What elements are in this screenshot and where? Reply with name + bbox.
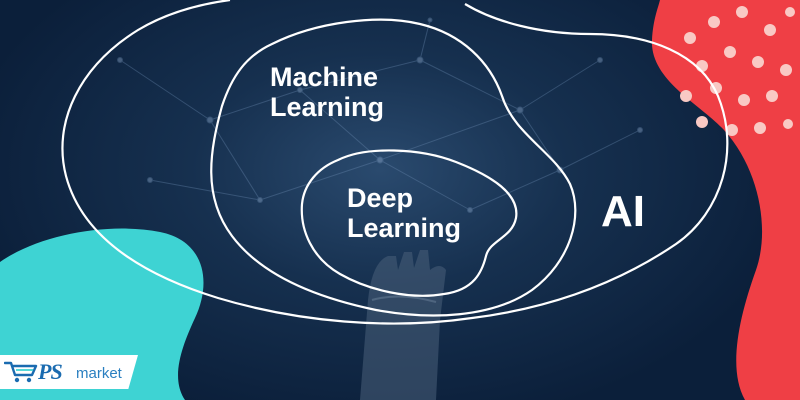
shopping-cart-icon [4,361,38,383]
deep-learning-outline [300,149,518,297]
network-mesh-icon [117,17,643,213]
machine-learning-outline [210,18,577,317]
machine-learning-label: Machine Learning [270,62,385,123]
red-blob [651,0,800,400]
ai-outline [61,0,729,325]
logo-word-text: market [76,365,122,382]
ps-market-logo[interactable]: PS market [0,355,138,389]
deep-learning-label: Deep Learning [347,183,462,244]
robot-hand-icon [360,250,446,400]
ai-label: AI [601,187,645,236]
logo-brand-text: PS [38,359,63,384]
